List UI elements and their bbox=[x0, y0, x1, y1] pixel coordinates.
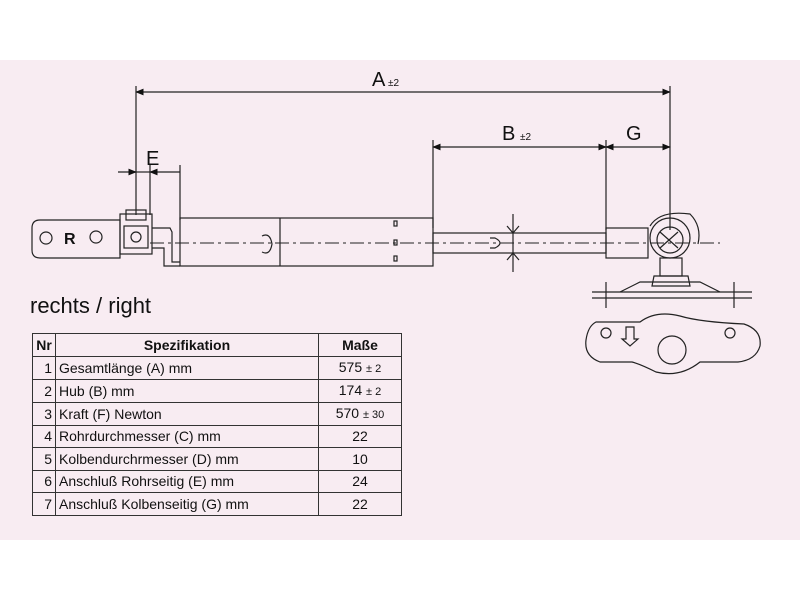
row-nr: 1 bbox=[32, 355, 56, 380]
dimension-b bbox=[432, 140, 607, 230]
value-tolerance: ± 2 bbox=[366, 385, 382, 398]
row-value: 22 bbox=[318, 492, 402, 516]
dim-a-label: A ±2 bbox=[372, 69, 399, 91]
gas-spring-drawing: A ±2 B ±2 G E R bbox=[31, 69, 761, 375]
svg-text:A: A bbox=[372, 69, 386, 91]
header-spec: Spezifikation bbox=[55, 333, 319, 357]
row-value: 570 ± 30 bbox=[318, 401, 402, 426]
dim-e-label: E bbox=[146, 148, 159, 170]
row-value: 22 bbox=[318, 424, 402, 448]
right-mount-side bbox=[592, 281, 752, 308]
row-spec: Anschluß Rohrseitig (E) mm bbox=[55, 469, 319, 493]
row-value: 174 ± 2 bbox=[318, 378, 402, 403]
right-mount-top bbox=[585, 313, 761, 375]
value-tolerance: ± 2 bbox=[366, 362, 382, 375]
row-value: 10 bbox=[318, 447, 402, 471]
row-value: 24 bbox=[318, 469, 402, 493]
value-tolerance: ± 30 bbox=[362, 408, 385, 421]
dim-g-label: G bbox=[626, 123, 642, 145]
dimension-e bbox=[118, 165, 181, 220]
row-spec: Anschluß Kolbenseitig (G) mm bbox=[55, 492, 319, 516]
row-spec: Kraft (F) Newton bbox=[55, 401, 319, 426]
value-number: 10 bbox=[352, 450, 368, 467]
row-spec: Rohrdurchmesser (C) mm bbox=[55, 424, 319, 448]
row-spec: Hub (B) mm bbox=[55, 378, 319, 403]
cylinder-tube bbox=[179, 217, 434, 267]
left-bracket bbox=[31, 209, 180, 267]
row-nr: 7 bbox=[32, 492, 56, 516]
row-nr: 2 bbox=[32, 378, 56, 403]
table-header-row: Nr Spezifikation Maße bbox=[32, 333, 402, 357]
value-number: 174 bbox=[338, 381, 363, 398]
value-number: 22 bbox=[352, 428, 368, 445]
svg-text:B: B bbox=[502, 123, 515, 145]
bracket-letter: R bbox=[64, 231, 76, 248]
row-spec: Gesamtlänge (A) mm bbox=[55, 355, 319, 380]
row-nr: 5 bbox=[32, 447, 56, 471]
header-nr: Nr bbox=[32, 333, 56, 357]
value-number: 24 bbox=[352, 473, 368, 490]
row-nr: 4 bbox=[32, 424, 56, 448]
subtitle: rechts / right bbox=[30, 293, 152, 318]
value-number: 22 bbox=[352, 495, 368, 512]
dim-b-label: B ±2 bbox=[502, 123, 531, 145]
dimension-a bbox=[135, 86, 671, 230]
row-nr: 6 bbox=[32, 469, 56, 493]
svg-text:±2: ±2 bbox=[520, 132, 531, 143]
row-nr: 3 bbox=[32, 401, 56, 426]
row-spec: Kolbendurchrmesser (D) mm bbox=[55, 447, 319, 471]
value-number: 575 bbox=[338, 358, 363, 375]
header-value: Maße bbox=[318, 333, 402, 357]
row-value: 575 ± 2 bbox=[318, 355, 402, 380]
value-number: 570 bbox=[335, 404, 360, 421]
right-end-fitting bbox=[605, 212, 700, 287]
svg-text:±2: ±2 bbox=[388, 78, 399, 89]
